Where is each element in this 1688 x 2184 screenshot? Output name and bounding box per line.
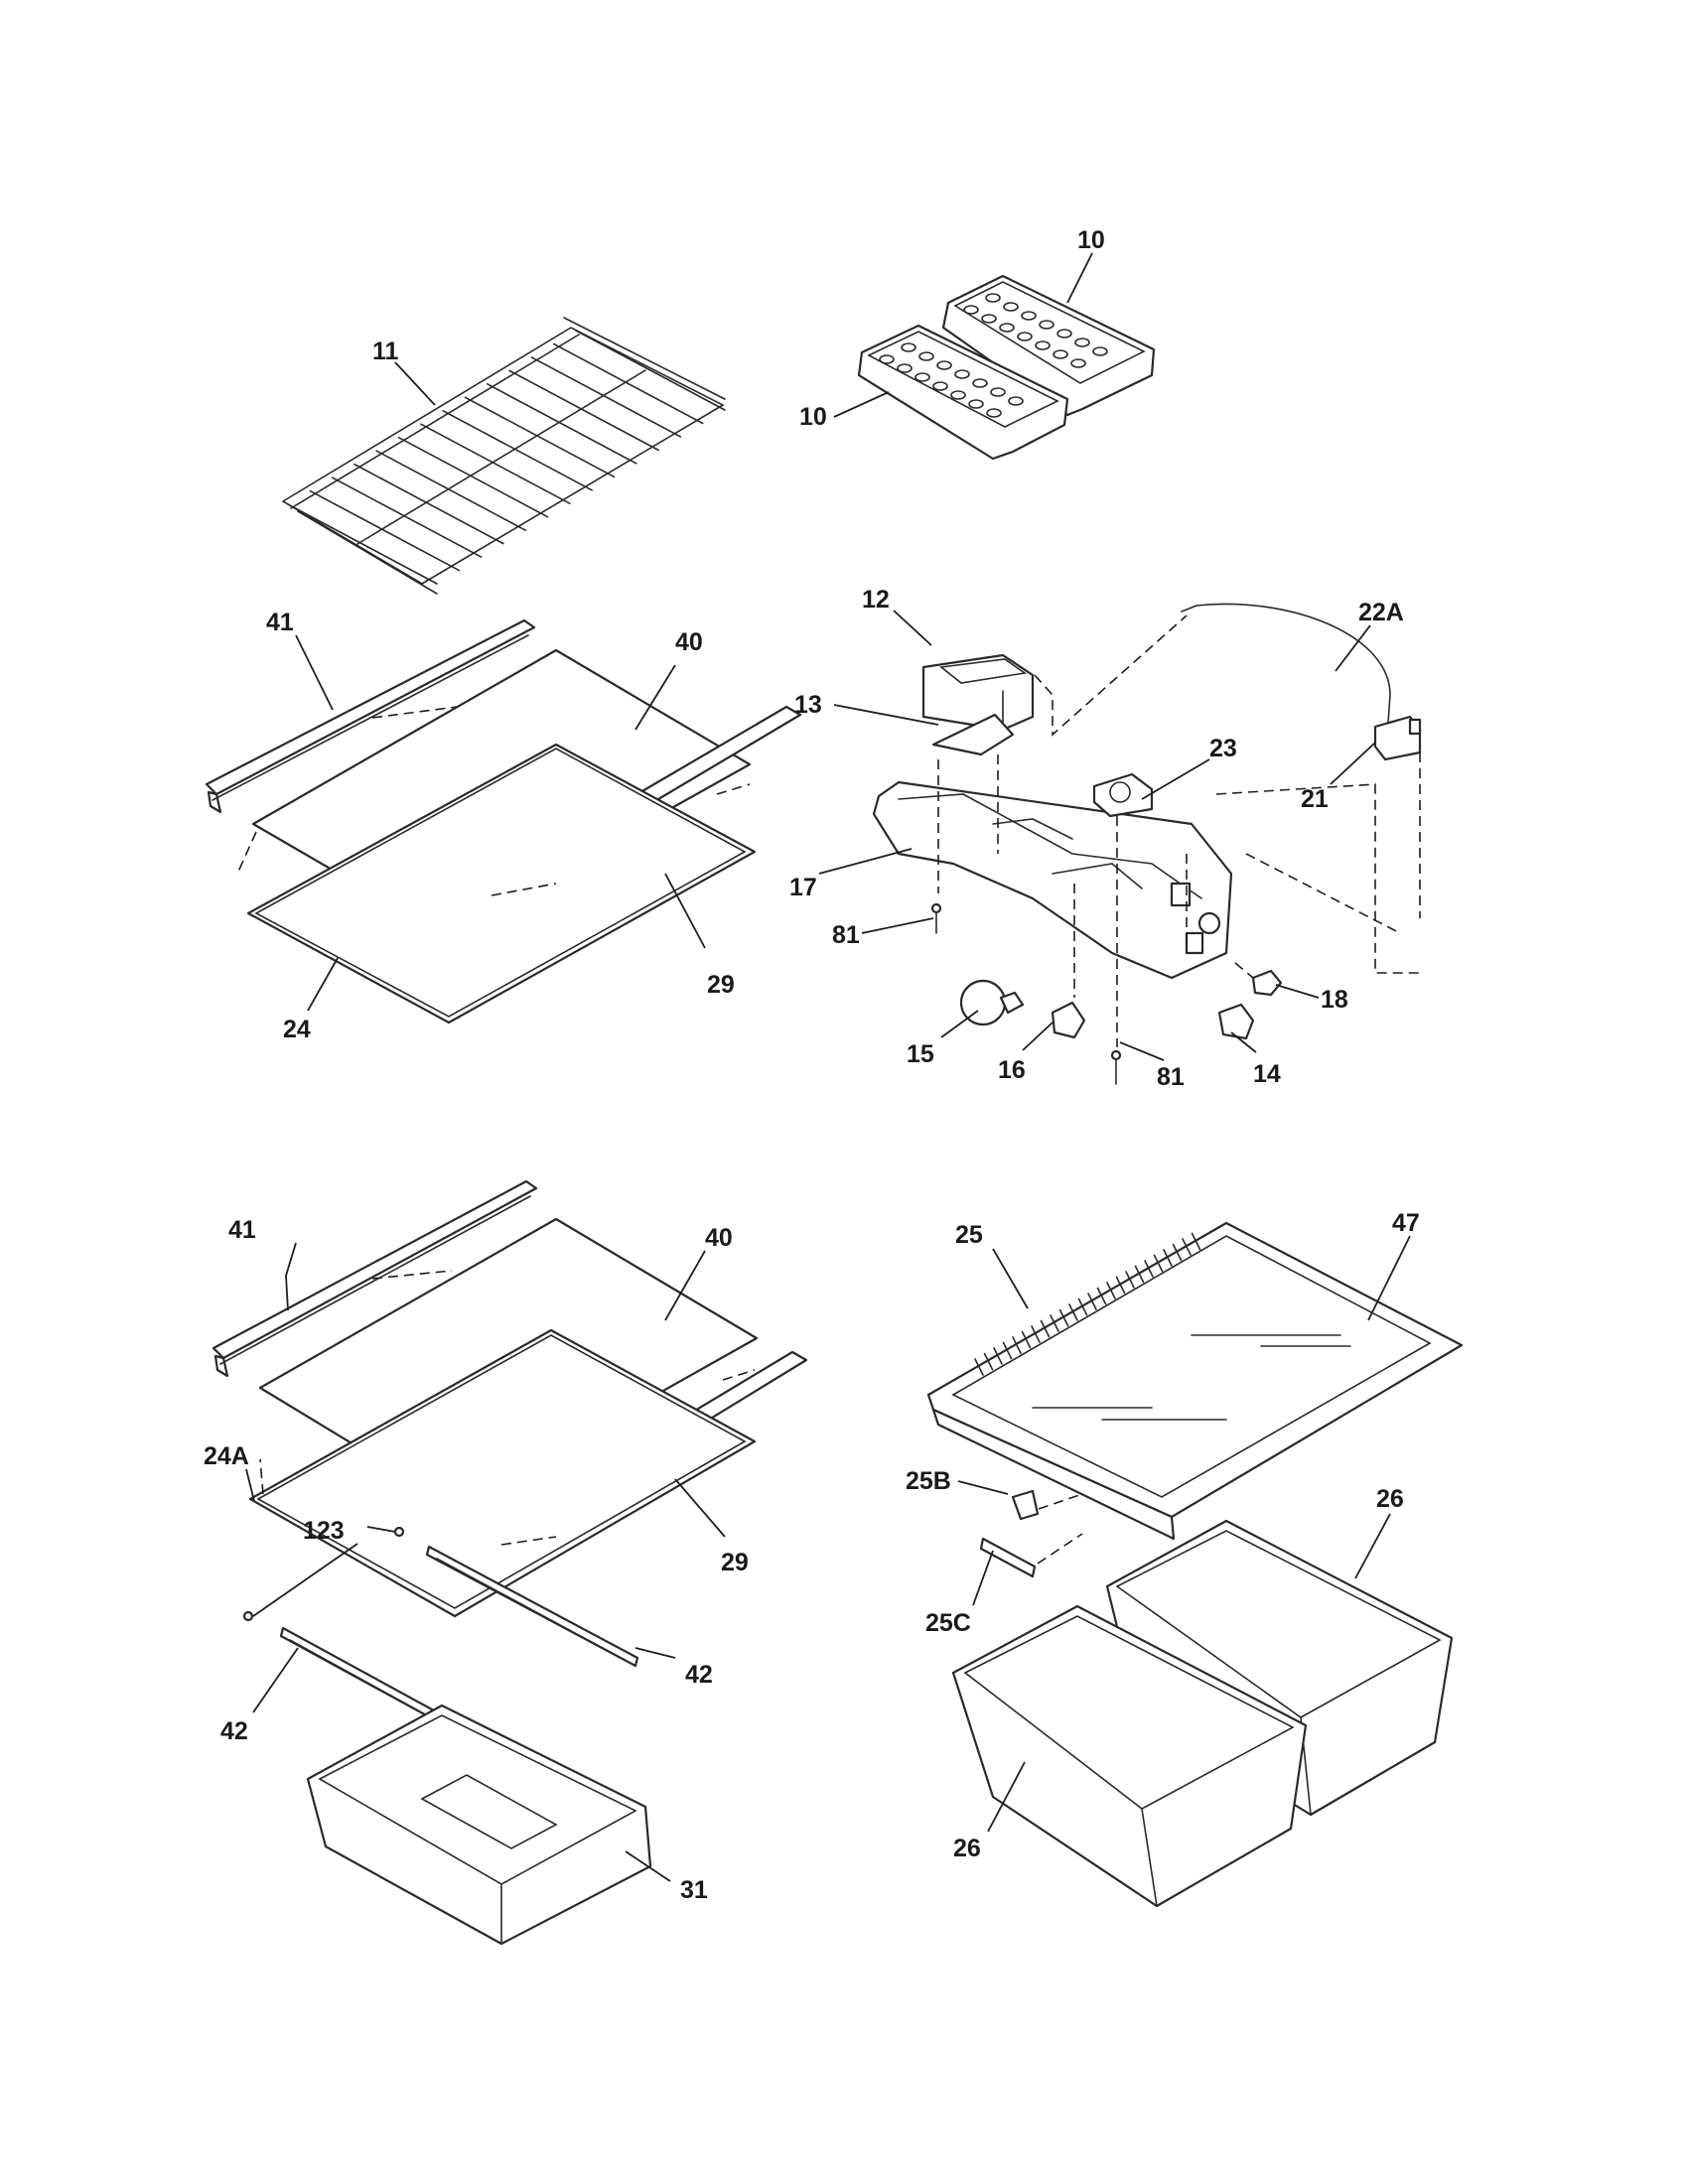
callout-31: 31: [680, 1876, 708, 1904]
socket-16: [1051, 1001, 1086, 1039]
shelf-trim-41-bottom: [211, 1179, 538, 1378]
assembly-dashes-top-right: [937, 614, 1421, 1047]
bracket-25b: [1011, 1489, 1040, 1521]
switch-14: [1217, 1003, 1255, 1040]
ice-tray-10-lower: [857, 324, 1069, 461]
screw-81-right: [1110, 1049, 1122, 1085]
callout-40-bottom: 40: [705, 1224, 733, 1252]
callout-41-bottom: 41: [228, 1216, 256, 1244]
crisper-drawer-31: [306, 1704, 652, 1946]
slide-rail-42-right: [425, 1545, 639, 1668]
callout-25b: 25B: [906, 1467, 951, 1495]
light-bulb-15: [959, 979, 1025, 1026]
crisper-cover-frame-25: [926, 1221, 1464, 1541]
callout-17: 17: [789, 874, 817, 901]
assembly-dashes-bottom-right: [1037, 1493, 1083, 1565]
callout-15: 15: [907, 1040, 934, 1068]
bracket-25c: [979, 1537, 1037, 1578]
callout-41-top: 41: [266, 609, 294, 636]
callout-40-top: 40: [675, 628, 703, 656]
callout-24a: 24A: [204, 1442, 249, 1470]
callout-24: 24: [283, 1016, 311, 1043]
callout-14: 14: [1253, 1060, 1281, 1088]
callout-26-top: 26: [1376, 1485, 1404, 1513]
callout-23: 23: [1209, 735, 1237, 762]
knob-18: [1251, 969, 1283, 997]
light-housing-17: [872, 780, 1233, 980]
deflector-13: [931, 713, 1015, 756]
callout-11: 11: [372, 338, 399, 365]
callout-10-top: 10: [1077, 226, 1105, 254]
screw-123-a: [393, 1526, 405, 1538]
screw-81-left: [930, 902, 942, 934]
wire-shelf-11: [282, 317, 726, 595]
shelf-trim-41-top: [205, 618, 536, 814]
callout-42-left: 42: [220, 1717, 248, 1745]
crisper-bin-26-front: [951, 1604, 1308, 1908]
callout-22a: 22A: [1358, 599, 1404, 626]
shelf-frame-24-top: [246, 743, 757, 1024]
callout-25: 25: [955, 1221, 983, 1249]
defrost-timer-23: [1092, 772, 1154, 818]
callout-18: 18: [1321, 986, 1348, 1014]
callout-42-right: 42: [685, 1661, 713, 1689]
callout-81-left: 81: [832, 921, 860, 949]
callout-29-bottom: 29: [721, 1549, 749, 1576]
assembly-dashes-top-left: [237, 706, 751, 896]
callout-29-top: 29: [707, 971, 735, 999]
callout-21: 21: [1301, 785, 1329, 813]
callout-16: 16: [998, 1056, 1026, 1084]
switch-21: [1373, 715, 1422, 761]
ice-bucket-12: [921, 653, 1035, 732]
ice-tray-10-upper: [941, 274, 1156, 417]
callout-47: 47: [1392, 1209, 1420, 1237]
assembly-dashes-bottom-left: [259, 1270, 756, 1546]
callout-25c: 25C: [925, 1609, 971, 1637]
callout-labels: 10 10 11 12 13 14 15 16 17 18 21 22A 23 …: [204, 226, 1420, 1904]
wire-harness-22a: [1181, 603, 1391, 724]
leader-lines: [245, 252, 1411, 1882]
callout-123: 123: [303, 1517, 345, 1545]
callout-12: 12: [862, 586, 890, 614]
glass-insert-47: [1032, 1334, 1351, 1421]
screw-123-b: [242, 1610, 254, 1622]
shelf-frame-24a: [248, 1328, 757, 1618]
callout-10-bottom: 10: [799, 403, 827, 431]
callout-81-right: 81: [1157, 1063, 1185, 1091]
callout-13: 13: [794, 691, 822, 719]
callout-26-bottom: 26: [953, 1835, 981, 1862]
